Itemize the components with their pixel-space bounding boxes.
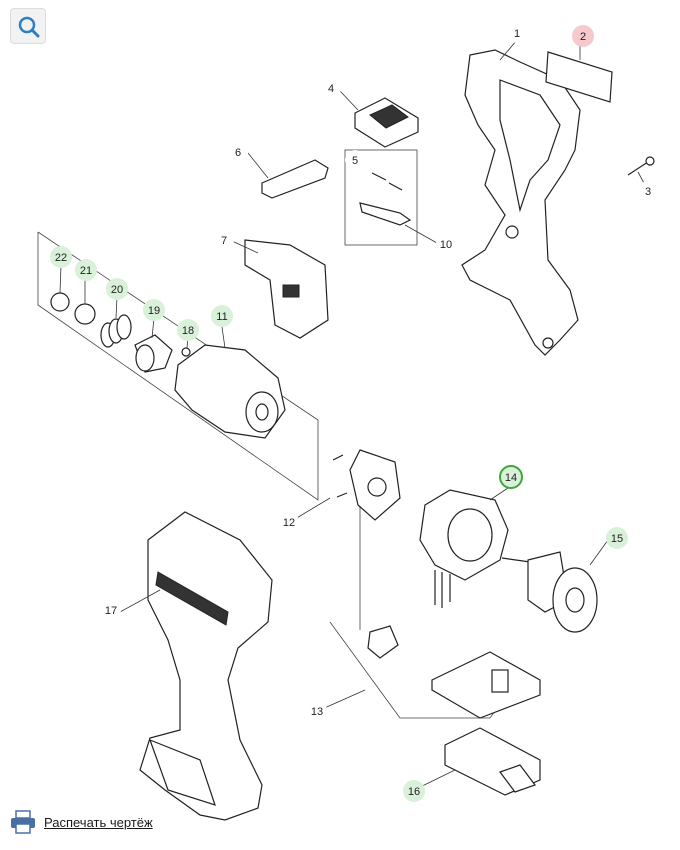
callout-18[interactable]: 18: [177, 319, 199, 341]
print-drawing-link[interactable]: Распечать чертёж: [10, 805, 153, 839]
callout-19[interactable]: 19: [143, 299, 165, 321]
callout-7[interactable]: 7: [214, 230, 234, 250]
callout-3[interactable]: 3: [638, 181, 658, 201]
part-22-ring: [50, 292, 70, 312]
part-19-bushing: [134, 334, 173, 373]
svg-text:5: 5: [352, 155, 358, 167]
part-6-trigger-lever: [261, 159, 329, 199]
search-button[interactable]: [10, 8, 46, 44]
svg-text:2: 2: [580, 31, 586, 43]
search-icon: [18, 16, 40, 38]
svg-text:15: 15: [611, 533, 623, 545]
part-14-stator: [419, 489, 509, 608]
svg-text:17: 17: [105, 605, 117, 617]
part-3-screw: [627, 156, 655, 176]
callout-15[interactable]: 15: [606, 527, 628, 549]
part-16-controller: [444, 727, 541, 796]
part-15-rotor: [501, 551, 598, 633]
svg-text:18: 18: [182, 325, 194, 337]
callout-17[interactable]: 17: [101, 600, 121, 620]
svg-text:11: 11: [216, 311, 227, 323]
svg-text:4: 4: [328, 83, 334, 95]
part-21-washer: [74, 303, 96, 325]
callout-2[interactable]: 2: [572, 25, 594, 47]
callout-10[interactable]: 10: [436, 234, 456, 254]
callout-5[interactable]: 5: [345, 150, 365, 170]
callout-12[interactable]: 12: [279, 512, 299, 532]
svg-text:13: 13: [311, 706, 323, 718]
part-12-plate: [332, 449, 401, 521]
callout-22[interactable]: 22: [50, 246, 72, 268]
callout-14[interactable]: 14: [499, 465, 523, 489]
svg-text:10: 10: [440, 239, 452, 251]
printer-icon: [11, 810, 35, 834]
callout-6[interactable]: 6: [228, 142, 248, 162]
svg-text:3: 3: [645, 186, 651, 198]
callout-21[interactable]: 21: [75, 259, 97, 281]
svg-text:22: 22: [55, 252, 67, 264]
svg-text:16: 16: [408, 786, 420, 798]
part-11-gear-assembly: [174, 344, 286, 439]
svg-text:1: 1: [514, 28, 520, 40]
part-13-sensor-board: [367, 625, 541, 719]
leader-lines: [59, 39, 646, 791]
callout-11[interactable]: 11: [211, 305, 233, 327]
print-drawing-label: Распечать чертёж: [44, 814, 153, 830]
part-18-ball: [181, 347, 191, 357]
svg-text:7: 7: [221, 235, 227, 247]
part-4-switch-cap: [354, 97, 419, 148]
part-17-housing-set: [139, 511, 273, 821]
callout-16[interactable]: 16: [403, 780, 425, 802]
svg-text:12: 12: [283, 517, 295, 529]
callout-20[interactable]: 20: [106, 278, 128, 300]
part-1-housing-half: [461, 49, 581, 356]
svg-text:14: 14: [505, 472, 517, 484]
svg-text:19: 19: [148, 305, 160, 317]
part-7-switch: [244, 239, 329, 339]
part-10-reverse-lever-assembly: [344, 149, 418, 246]
part-20-spring: [100, 314, 132, 348]
callout-13[interactable]: 13: [307, 701, 327, 721]
callout-4[interactable]: 4: [321, 78, 341, 98]
svg-text:6: 6: [235, 147, 241, 159]
svg-text:20: 20: [111, 284, 123, 296]
callout-1[interactable]: 1: [507, 23, 527, 43]
svg-text:21: 21: [80, 265, 92, 277]
part-2-label: [545, 51, 613, 103]
